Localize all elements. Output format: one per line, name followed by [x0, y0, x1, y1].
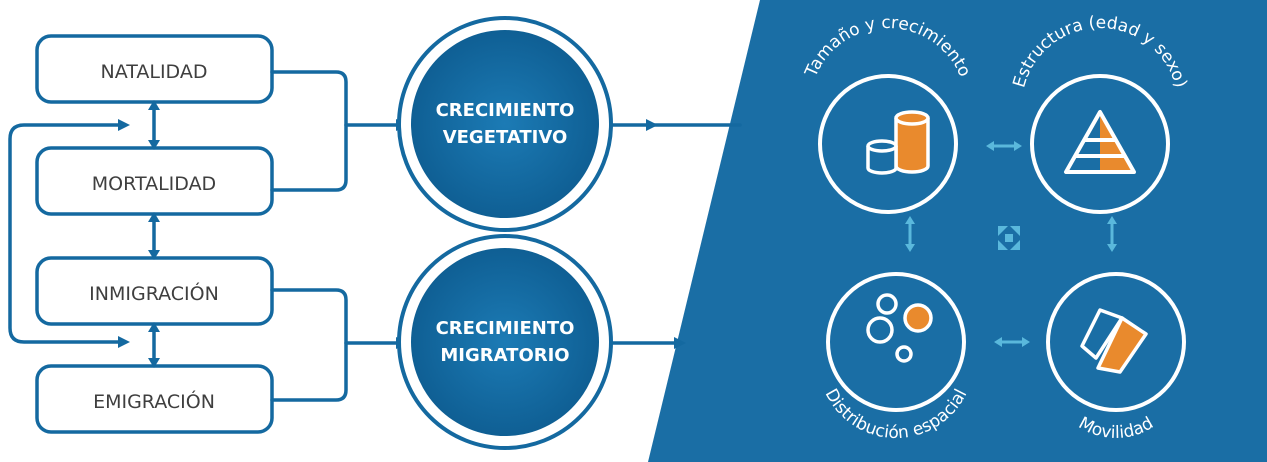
circle2-line2: MIGRATORIO	[440, 345, 569, 366]
circle-movilidad	[1046, 272, 1186, 412]
pyramid-icon	[1064, 110, 1136, 174]
circle-crecimiento-vegetativo: CRECIMIENTO VEGETATIVO	[397, 16, 613, 232]
circle-tamano	[818, 74, 958, 214]
box-label-emigracion: EMIGRACIÓN	[93, 389, 215, 413]
connector-lines	[8, 70, 742, 402]
circle-distribucion	[826, 272, 966, 412]
expand-arrows-icon	[998, 226, 1020, 250]
cylinders-icon	[866, 110, 930, 175]
box-label-mortalidad: MORTALIDAD	[92, 173, 216, 195]
circle1-line1: CRECIMIENTO	[436, 100, 575, 121]
right-panel-arrowheads	[905, 141, 1117, 347]
circle2-line1: CRECIMIENTO	[436, 318, 575, 339]
right-panel-arrows	[908, 144, 1114, 344]
bubbles-icon	[866, 293, 933, 363]
circle-crecimiento-migratorio: CRECIMIENTO MIGRATORIO	[397, 234, 613, 450]
circle-estructura	[1030, 74, 1170, 214]
box-label-inmigracion: INMIGRACIÓN	[89, 281, 219, 305]
box-label-natalidad: NATALIDAD	[101, 61, 208, 83]
circle1-line2: VEGETATIVO	[443, 127, 568, 148]
tickets-icon	[1080, 308, 1148, 374]
